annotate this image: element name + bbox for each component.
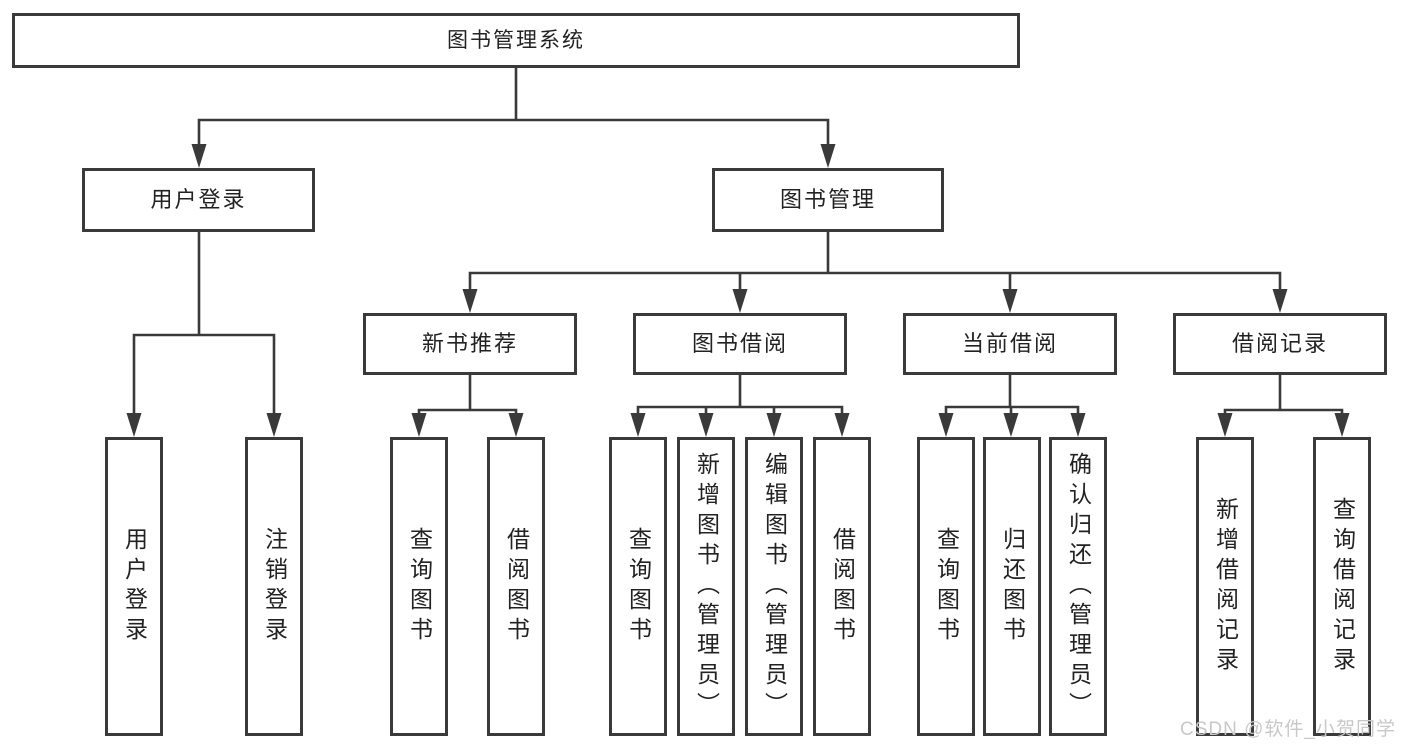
leaf-query-books-borrow: 查询图书 bbox=[609, 437, 667, 736]
leaf-return-book: 归还图书 bbox=[983, 437, 1041, 736]
leaf-user-login: 用户登录 bbox=[105, 437, 163, 736]
leaf-add-book-admin: 新增图书（管理员） bbox=[677, 437, 735, 736]
leaf-confirm-return-admin: 确认归还（管理员） bbox=[1049, 437, 1107, 736]
node-user-login-group: 用户登录 bbox=[82, 168, 315, 232]
leaf-add-borrow-record: 新增借阅记录 bbox=[1196, 437, 1254, 736]
node-book-management: 图书管理 bbox=[712, 168, 944, 232]
node-current-borrowing: 当前借阅 bbox=[903, 313, 1117, 375]
node-new-book-recommend: 新书推荐 bbox=[363, 313, 577, 375]
leaf-query-books-current: 查询图书 bbox=[917, 437, 975, 736]
node-root: 图书管理系统 bbox=[12, 13, 1020, 68]
leaf-edit-book-admin: 编辑图书（管理员） bbox=[745, 437, 803, 736]
watermark: CSDN @软件_小贺同学 bbox=[1180, 719, 1396, 740]
leaf-logout: 注销登录 bbox=[245, 437, 303, 736]
leaf-query-books-recommend: 查询图书 bbox=[390, 437, 448, 736]
leaf-borrow-books: 借阅图书 bbox=[813, 437, 871, 736]
leaf-query-borrow-record: 查询借阅记录 bbox=[1313, 437, 1371, 736]
node-borrow-records: 借阅记录 bbox=[1173, 313, 1387, 375]
node-book-borrowing: 图书借阅 bbox=[633, 313, 847, 375]
leaf-borrow-books-recommend: 借阅图书 bbox=[487, 437, 545, 736]
